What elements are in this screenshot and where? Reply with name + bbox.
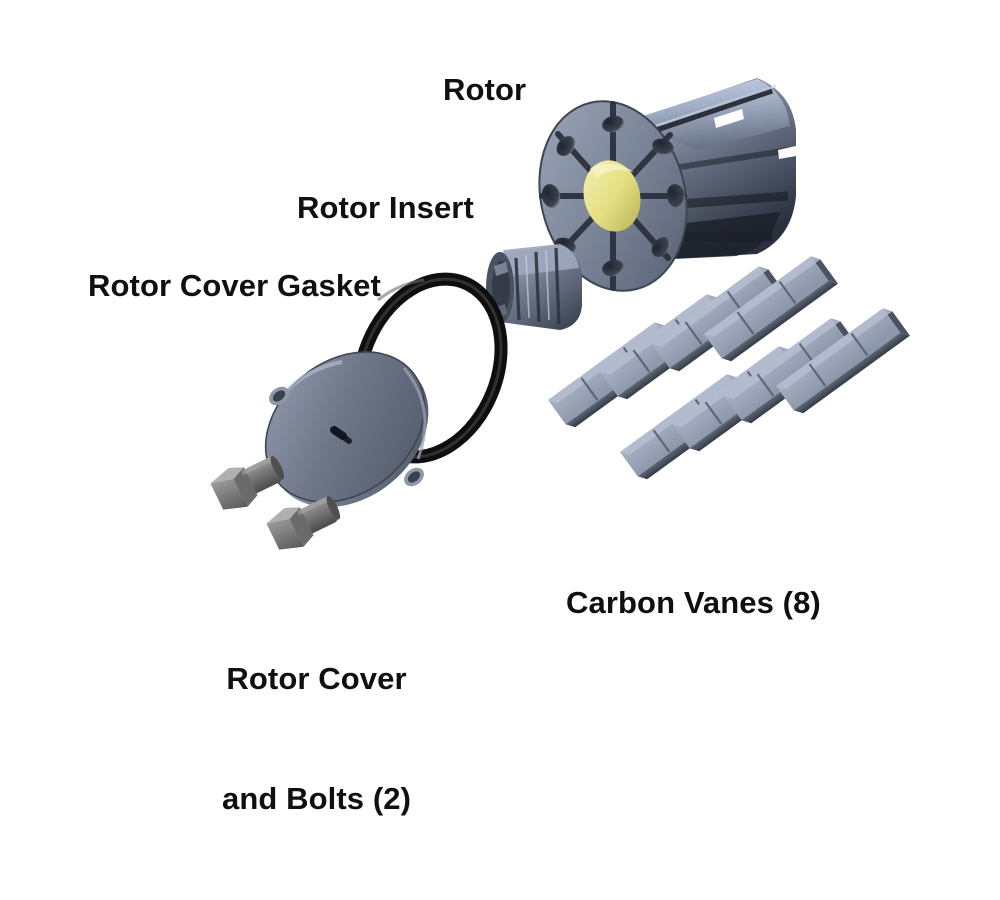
- label-rotor-insert: Rotor Insert: [297, 190, 474, 225]
- bolt-2: [266, 495, 341, 550]
- rotor-bore: [583, 160, 641, 232]
- rotor-cover-part: [264, 351, 429, 508]
- exploded-diagram-canvas: Rotor Rotor Insert Rotor Cover Gasket Ro…: [88, 72, 910, 817]
- assembly-illustration: [210, 78, 910, 550]
- rotor-bolt-holes: [541, 115, 686, 277]
- carbon-vane: [776, 308, 910, 414]
- carbon-vane: [704, 256, 838, 362]
- rotor-face: [538, 100, 688, 292]
- rotor-insert-part: [486, 244, 582, 330]
- label-rotor-cover-and-bolts: Rotor Cover and Bolts (2): [222, 578, 411, 900]
- carbon-vanes-group: [548, 256, 910, 480]
- label-rotor-cover-line2: and Bolts (2): [222, 781, 412, 817]
- bolt-1: [210, 455, 285, 510]
- label-rotor: Rotor: [443, 72, 527, 107]
- rotor-part: [538, 78, 796, 292]
- label-rotor-cover-line1: Rotor Cover: [226, 660, 407, 696]
- label-carbon-vanes: Carbon Vanes (8): [566, 585, 821, 620]
- label-rotor-cover-gasket: Rotor Cover Gasket: [88, 268, 381, 303]
